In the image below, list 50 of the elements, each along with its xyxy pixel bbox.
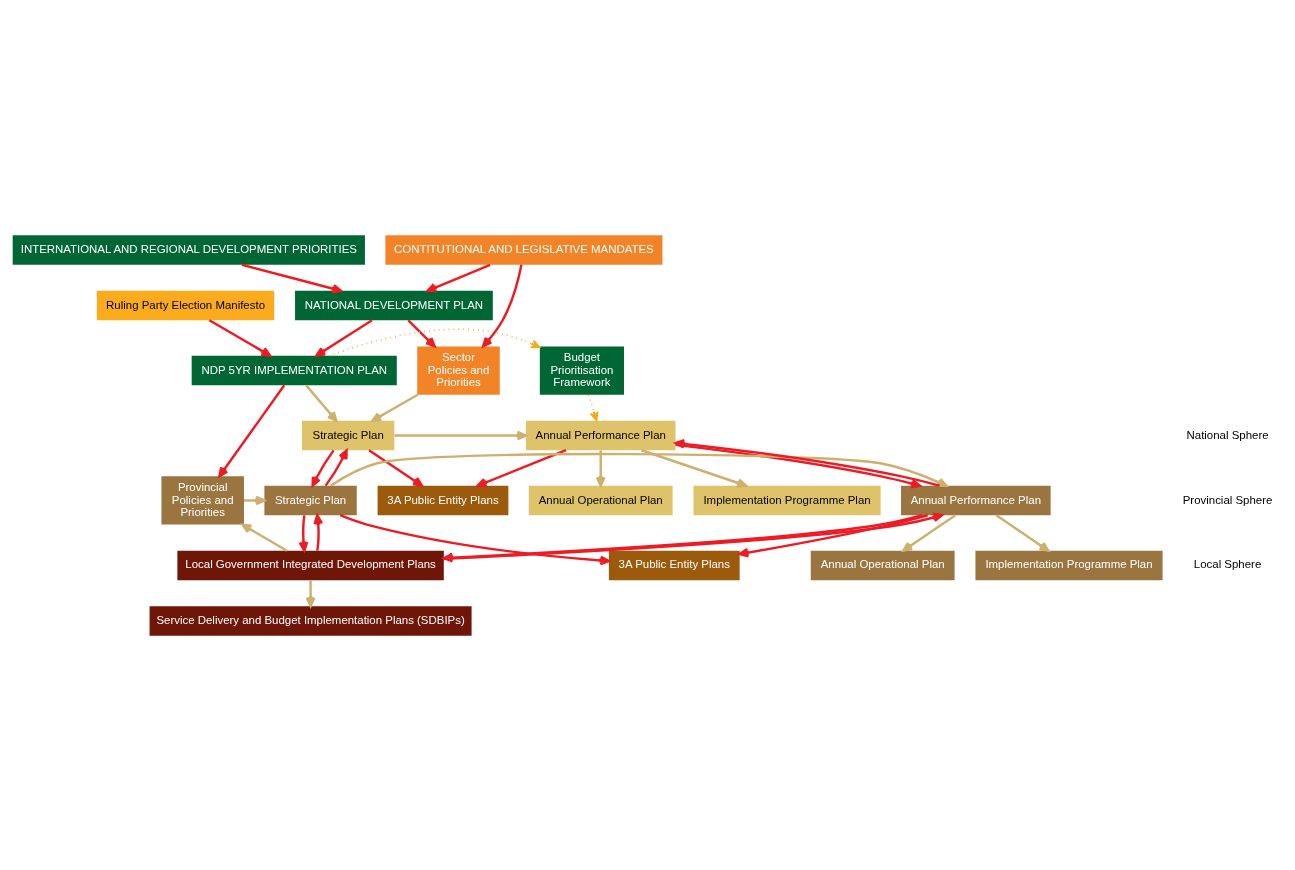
node-box: Annual Operational Plan [810,550,955,580]
arrow [426,263,491,292]
node-box: Strategic Plan [302,420,395,450]
node-box: 3A Public Entity Plans [377,485,509,515]
label: Provincial Sphere [1182,493,1273,505]
node-box: Local Government Integrated Development Plans [177,550,444,580]
arrow [675,443,922,488]
arrow [738,513,929,557]
node-box: Annual Performance Plan [901,485,1051,515]
arrow [476,448,567,487]
arrow [407,319,436,347]
node-box: Provincial Policies and Priorities [161,475,244,525]
arrow [298,514,309,552]
arrow [244,495,266,505]
node-box: Service Delivery and Budget Implementation Plans (SDBIPs) [149,605,472,636]
node-box: Implementation Programme Plan [693,485,881,515]
arrow [324,448,348,486]
node-box: Budget Prioritisation Framework [539,345,624,395]
arrow [305,384,338,422]
arrow [305,579,316,607]
node-box: Annual Performance Plan [525,420,676,450]
arrow [328,327,541,357]
arrow [241,263,343,294]
node-box: CONTITUTIONAL AND LEGISLATIVE MANDATES [385,234,663,265]
arrow [208,318,272,357]
arrow [394,430,528,440]
node-box: NDP 5YR IMPLEMENTATION PLAN [191,355,397,385]
node-box: NATIONAL DEVELOPMENT PLAN [295,290,493,320]
node-box: INTERNATIONAL AND REGIONAL DEVELOPMENT PRIORITIES [12,234,365,265]
arrow [371,393,419,422]
arrow [902,513,957,552]
arrow [588,393,599,421]
node-box: Sector Policies and Priorities [417,345,500,395]
node-box: 3A Public Entity Plans [608,550,740,580]
node-box: Annual Operational Plan [528,485,673,515]
arrow [315,318,373,357]
arrow [595,449,606,487]
arrow [674,438,940,487]
node-box: Implementation Programme Plan [975,550,1163,580]
arrow [368,448,424,487]
arrow [641,448,748,488]
arrow [218,384,286,477]
node-box: Ruling Party Election Manifesto [96,290,275,320]
arrow [313,513,324,551]
arrow [482,264,523,347]
label: Local Sphere [1193,557,1262,570]
label: National Sphere [1186,428,1269,441]
arrow [995,513,1050,552]
node-box: Strategic Plan [264,485,357,515]
arrow [241,522,288,552]
